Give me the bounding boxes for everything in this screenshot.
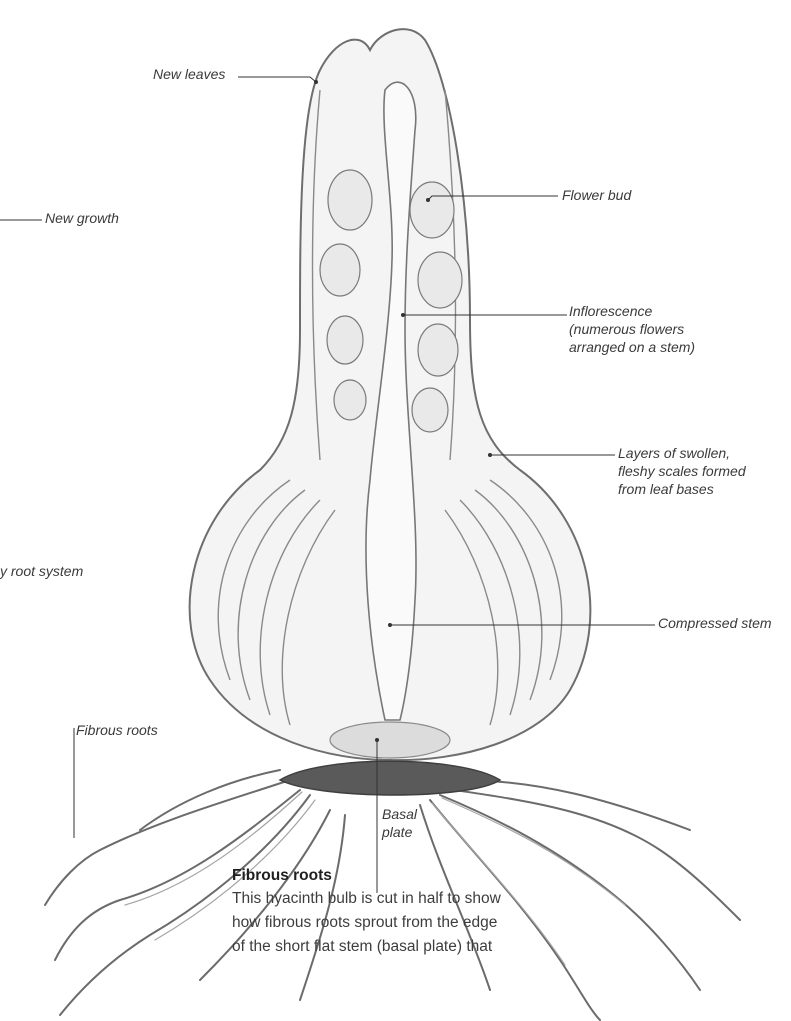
caption-line-3: of the short flat stem (basal plate) tha… xyxy=(232,935,712,959)
label-inflorescence-line-1: Inflorescence xyxy=(569,302,695,320)
label-basal-plate-line-2: plate xyxy=(382,823,417,841)
label-scales: Layers of swollen, fleshy scales formed … xyxy=(618,444,746,498)
label-root-system: y root system xyxy=(0,562,83,580)
label-inflorescence-line-2: (numerous flowers xyxy=(569,320,695,338)
label-fibrous-roots: Fibrous roots xyxy=(76,721,158,739)
compressed-stem-drawing xyxy=(330,722,450,758)
label-basal-plate: Basal plate xyxy=(382,805,417,841)
label-new-growth: New growth xyxy=(45,209,119,227)
label-scales-line-1: Layers of swollen, xyxy=(618,444,746,462)
label-compressed-stem: Compressed stem xyxy=(658,614,772,632)
label-inflorescence: Inflorescence (numerous flowers arranged… xyxy=(569,302,695,356)
leader-new-leaves xyxy=(238,77,316,82)
label-inflorescence-line-3: arranged on a stem) xyxy=(569,338,695,356)
basal-plate-drawing xyxy=(280,761,500,795)
caption-title: Fibrous roots xyxy=(232,865,712,887)
label-basal-plate-line-1: Basal xyxy=(382,805,417,823)
caption-line-2: how fibrous roots sprout from the edge xyxy=(232,911,712,935)
caption-line-1: This hyacinth bulb is cut in half to sho… xyxy=(232,887,712,911)
label-scales-line-3: from leaf bases xyxy=(618,480,746,498)
label-scales-line-2: fleshy scales formed xyxy=(618,462,746,480)
label-flower-bud: Flower bud xyxy=(562,186,631,204)
label-new-leaves: New leaves xyxy=(153,65,225,83)
caption-block: Fibrous roots This hyacinth bulb is cut … xyxy=(232,865,712,959)
